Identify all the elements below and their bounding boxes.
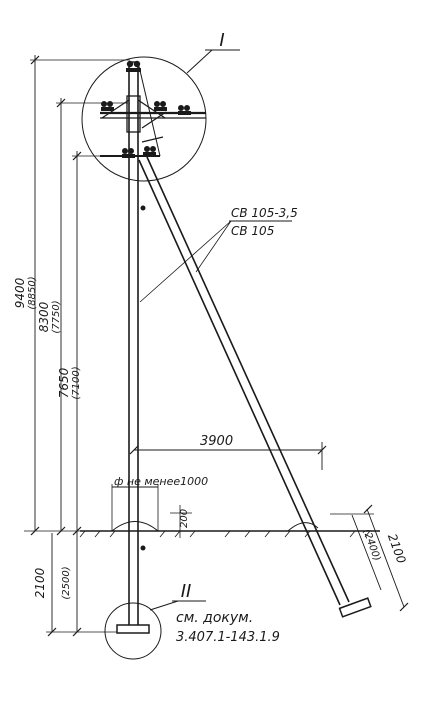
dim-7100-label: (7100) bbox=[71, 366, 82, 399]
strut-label-bottom: СВ 105 bbox=[231, 224, 274, 238]
callout-detail-i: I bbox=[219, 30, 224, 51]
insulator-top bbox=[126, 60, 141, 72]
soil-mound-left bbox=[111, 521, 159, 532]
reference-line-1: см. докум. bbox=[176, 610, 253, 626]
soil-mound-right bbox=[287, 522, 319, 532]
insulator-left bbox=[101, 101, 114, 111]
strut-anchor-plate bbox=[338, 597, 372, 618]
dimension-strut-embed bbox=[330, 504, 409, 612]
dim-2100-pole-label: 2100 bbox=[33, 567, 47, 598]
strut-pole bbox=[138, 156, 350, 606]
dim-8300-label: 8300 bbox=[37, 301, 51, 332]
main-pole bbox=[128, 61, 146, 625]
dimension-strut-horizontal bbox=[129, 442, 327, 470]
dim-200-label: 200 bbox=[179, 509, 190, 528]
dim-7650-label: 7650 bbox=[57, 367, 71, 398]
dim-9400-label: 9400 bbox=[13, 277, 27, 308]
detail-circle-top bbox=[81, 56, 207, 182]
dimension-lines-vertical bbox=[24, 55, 130, 637]
pole-anchor-plate bbox=[116, 624, 150, 634]
detail-circle-bottom bbox=[104, 602, 162, 660]
dim-8850-label: (8850) bbox=[27, 276, 38, 309]
dimension-spacing bbox=[111, 484, 159, 531]
dim-2500-label: (2500) bbox=[61, 566, 72, 599]
insulator-lower-left bbox=[122, 148, 135, 158]
insulator-middle bbox=[154, 101, 167, 111]
spacing-note: ф не менее1000 bbox=[114, 475, 208, 488]
ground-line bbox=[79, 530, 380, 538]
dim-3900-label: 3900 bbox=[200, 434, 233, 449]
strut-label-top: СВ 105-3,5 bbox=[231, 206, 298, 220]
cross-arm-hardware bbox=[100, 61, 206, 157]
dim-2100-strut-label: 2100 bbox=[385, 532, 409, 566]
insulator-lower-right bbox=[143, 146, 156, 156]
callout-detail-ii: II bbox=[181, 581, 192, 602]
dim-7750-label: (7750) bbox=[51, 300, 62, 333]
reference-line-2: 3.407.1-143.1.9 bbox=[176, 630, 280, 645]
insulator-right bbox=[178, 105, 191, 115]
